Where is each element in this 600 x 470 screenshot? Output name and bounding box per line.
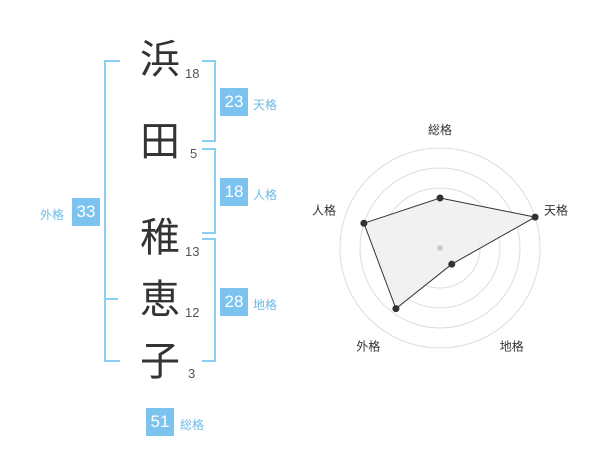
radar-ring: [339, 147, 541, 349]
gaikaku-bracket: [104, 60, 120, 362]
radar-axis-label-2: 天格: [544, 202, 568, 217]
char-3: 稚: [140, 215, 180, 261]
char-3-strokes: 13: [185, 244, 200, 259]
soukaku-label: 総格: [180, 418, 205, 432]
char-5: 子: [140, 339, 180, 385]
soukaku-badge: 51: [146, 408, 174, 436]
chikaku-label: 地格: [253, 298, 278, 312]
tenkaku-label: 天格: [253, 98, 278, 112]
gaikaku-bracket-mid: [104, 298, 118, 300]
radar-point-4: [392, 305, 400, 313]
chikaku-bracket: [202, 238, 216, 362]
char-2: 田: [140, 119, 180, 165]
jinkaku-label: 人格: [253, 188, 278, 202]
gaikaku-label: 外格: [40, 208, 65, 222]
radar-ring: [359, 167, 521, 329]
radar-axis-label-3: 地格: [500, 339, 524, 354]
gaikaku-badge: 33: [72, 198, 100, 226]
radar-area: [363, 197, 537, 310]
radar-center: [437, 245, 443, 251]
char-4-strokes: 12: [185, 305, 200, 320]
radar-axis-label-1: 総格: [428, 122, 452, 137]
radar-point-5: [360, 219, 368, 227]
radar-axis-label-4: 外格: [356, 339, 380, 354]
tenkaku-bracket: [202, 60, 216, 142]
radar-point-1: [436, 194, 444, 202]
jinkaku-badge: 18: [220, 178, 248, 206]
jinkaku-bracket: [202, 148, 216, 234]
chikaku-badge: 28: [220, 288, 248, 316]
radar-point-3: [448, 260, 456, 268]
char-2-strokes: 5: [190, 146, 198, 161]
radar-point-2: [531, 213, 539, 221]
char-1: 浜: [140, 37, 180, 83]
tenkaku-badge: 23: [220, 88, 248, 116]
radar-axis-label-5: 人格: [312, 202, 336, 217]
char-5-strokes: 3: [188, 366, 196, 381]
char-4: 恵: [140, 277, 180, 323]
char-1-strokes: 18: [185, 66, 200, 81]
